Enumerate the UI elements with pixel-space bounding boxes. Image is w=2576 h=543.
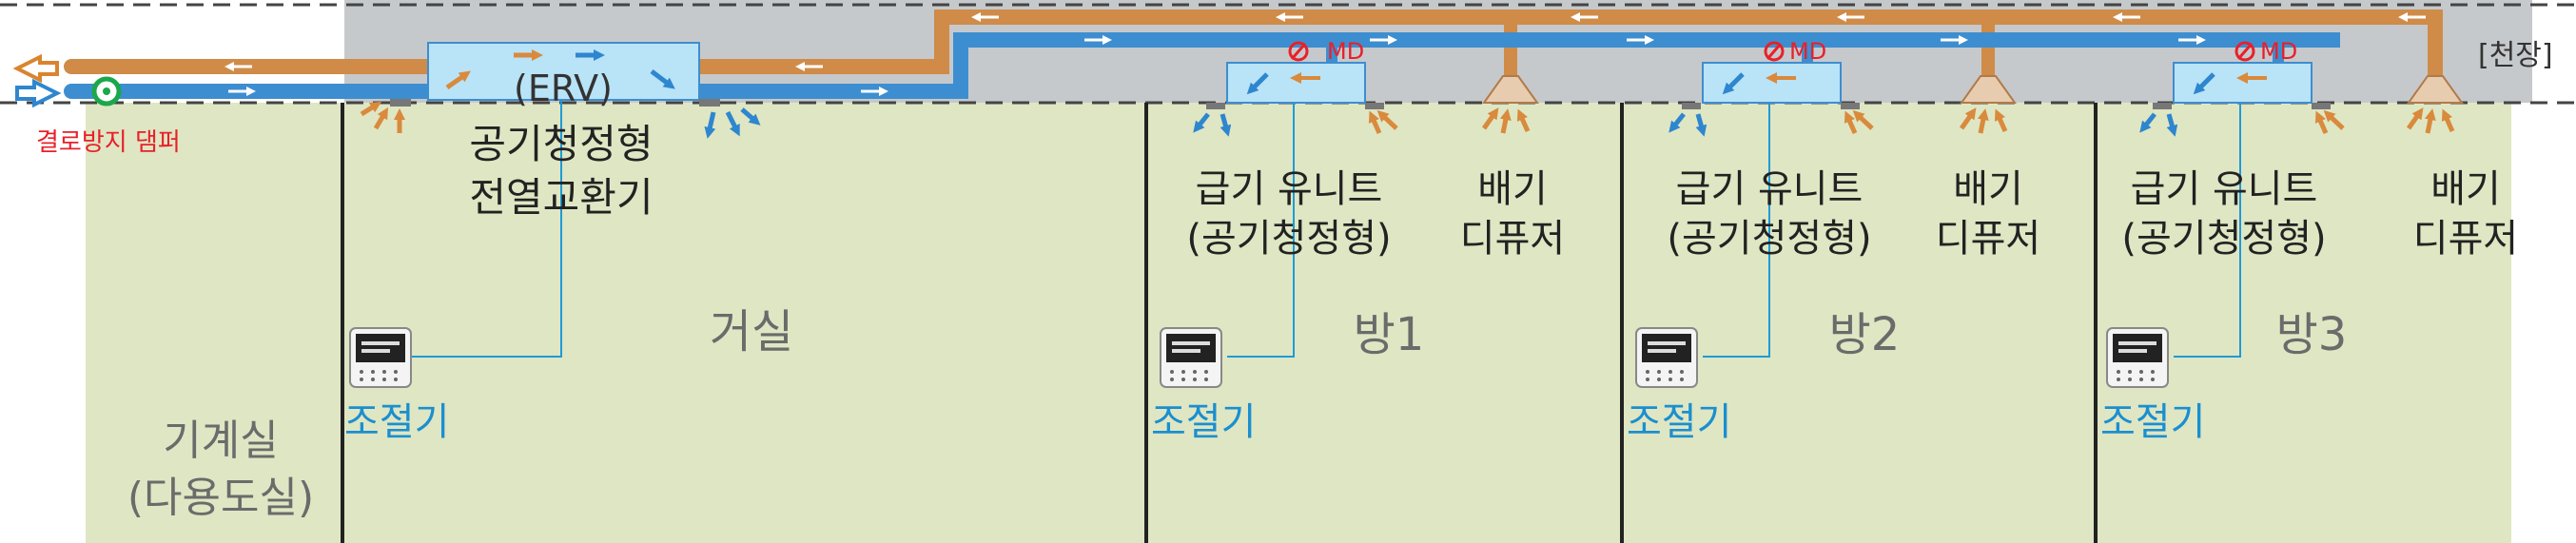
controller-label-room3: 조절기 xyxy=(2100,400,2205,444)
supply-in-arrow xyxy=(15,78,62,108)
md-label-2: MD xyxy=(1789,38,1826,65)
supply-unit-label-3-line2: (공기청정형) xyxy=(2121,217,2326,261)
exhaust-diffuser-label-2-line1: 배기 xyxy=(1953,167,2023,211)
exhaust-out-arrow xyxy=(12,53,59,84)
room-label-1: 방1 xyxy=(1354,308,1425,361)
controller-label-living: 조절기 xyxy=(344,400,449,444)
room-label-3: 방3 xyxy=(2276,308,2348,361)
controller-device-room3 xyxy=(2106,327,2169,388)
supply-unit-2 xyxy=(1669,62,1874,137)
controller-label-room1: 조절기 xyxy=(1151,400,1256,444)
outdoor-connection xyxy=(12,53,122,108)
erv-tag: (ERV) xyxy=(514,68,613,109)
exhaust-diffuser-label-1-line2: 디퓨저 xyxy=(1460,217,1565,261)
exhaust-diffuser-label-1-line1: 배기 xyxy=(1477,167,1548,211)
supply-unit-label-2-line1: 급기 유니트 xyxy=(1676,167,1864,211)
supply-unit-label-3-line1: 급기 유니트 xyxy=(2131,167,2318,211)
exhaust-diffuser-label-2-line2: 디퓨저 xyxy=(1936,217,2040,261)
erv-unit xyxy=(360,42,761,139)
erv-name-line2: 전열교환기 xyxy=(469,174,653,221)
damper-label: 결로방지 댐퍼 xyxy=(36,128,181,157)
md-label-3: MD xyxy=(2260,38,2297,65)
exhaust-diffuser-2 xyxy=(1959,75,2017,134)
room-area xyxy=(86,103,2511,543)
md-symbols xyxy=(1288,41,2255,62)
living-room-label: 거실 xyxy=(710,305,793,359)
exhaust-diffuser-label-3-line2: 디퓨저 xyxy=(2413,217,2518,261)
md-label-1: MD xyxy=(1327,38,1364,65)
duct-flow-arrows xyxy=(224,12,2426,96)
exhaust-diffuser-3 xyxy=(2406,75,2464,134)
room-label-2: 방2 xyxy=(1829,308,1901,361)
exhaust-diffuser-1 xyxy=(1481,75,1539,134)
ceiling-label: [천장] xyxy=(2478,39,2553,72)
machine-room-line2: (다용도실) xyxy=(127,474,314,522)
supply-unit-1 xyxy=(1193,62,1398,137)
supply-unit-label-1-line1: 급기 유니트 xyxy=(1196,167,1383,211)
erv-name-line1: 공기청정형 xyxy=(469,121,653,167)
damper-icon xyxy=(91,76,122,107)
exhaust-diffuser-label-3-line1: 배기 xyxy=(2430,167,2501,211)
supply-unit-label-1-line2: (공기청정형) xyxy=(1186,217,1391,261)
walls xyxy=(341,103,2098,543)
supply-unit-3 xyxy=(2139,62,2345,137)
controller-device-room1 xyxy=(1160,327,1222,388)
supply-unit-label-2-line2: (공기청정형) xyxy=(1667,217,1871,261)
machine-room-line1: 기계실 xyxy=(163,417,278,465)
controller-device-room2 xyxy=(1635,327,1698,388)
controller-label-room2: 조절기 xyxy=(1627,400,1731,444)
control-wires xyxy=(409,100,2241,358)
controller-device-living xyxy=(349,327,412,388)
